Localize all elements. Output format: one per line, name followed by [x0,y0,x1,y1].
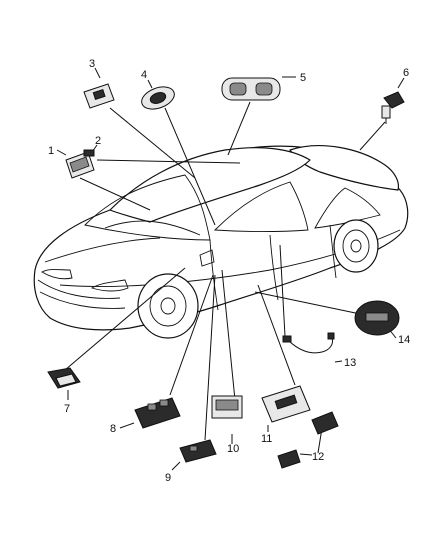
leader-lines [56,67,405,471]
part-11-module [261,385,311,423]
part-10-module [211,395,243,419]
callout-labels: 1 2 3 4 5 6 7 8 9 10 11 12 13 14 [48,58,410,484]
callout-9: 9 [165,472,171,484]
part-6-sensor [381,91,405,124]
callout-11: 11 [261,433,272,445]
callout-13: 13 [344,357,356,369]
callout-1: 1 [48,145,54,157]
callout-3: 3 [89,58,95,70]
callout-12: 12 [312,451,324,463]
part-14-badge [354,300,400,336]
callout-6: 6 [403,67,409,79]
part-1-module [65,151,95,179]
part-7-actuator [47,367,81,389]
callout-5: 5 [300,72,306,84]
part-5-console [221,77,281,101]
callout-7: 7 [64,403,70,415]
part-2-connector [83,149,95,157]
part-3-switch [83,83,115,109]
part-13-harness [282,332,335,354]
car-illustration [33,145,409,339]
callout-10: 10 [227,443,239,455]
part-12-switch [277,411,339,469]
part-9-switch [179,439,217,463]
callout-2: 2 [95,135,101,147]
callout-8: 8 [110,423,116,435]
part-4-lamp [141,86,175,110]
callout-4: 4 [141,69,147,81]
part-8-switch [134,397,181,429]
callout-14: 14 [398,334,410,346]
